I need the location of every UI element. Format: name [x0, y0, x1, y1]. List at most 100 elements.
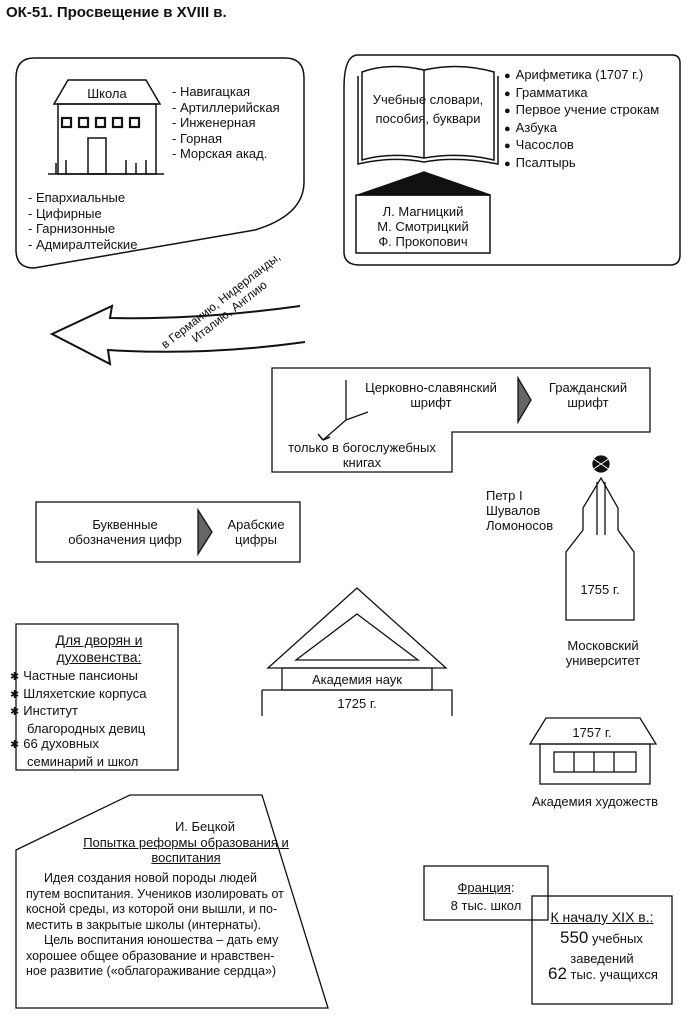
- list-item: - Горная: [172, 130, 223, 146]
- old-script-line1: Церковно-славянский: [365, 380, 497, 395]
- academy-sciences-year: 1725 г.: [337, 696, 377, 711]
- direction-arrow: [49, 304, 306, 366]
- nobles-box: [15, 623, 179, 771]
- university-year: 1755 г.: [580, 582, 620, 597]
- arabic-digits: Арабские цифры: [218, 517, 294, 547]
- nobles-heading-line1: Для дворян и: [55, 632, 143, 648]
- france-value: 8 тыс. школ: [450, 898, 522, 913]
- list-item: 66 духовных: [10, 736, 146, 754]
- digits-panel: [35, 501, 301, 563]
- nobles-heading-line2: духовенства:: [56, 649, 142, 665]
- nobles-heading: Для дворян и духовенства:: [24, 632, 174, 666]
- list-item: - Навигацкая: [172, 84, 251, 99]
- script-note-line2: книгах: [342, 455, 382, 470]
- france-box: [423, 865, 549, 921]
- authors-list: Л. Магницкий М. Смотрицкий Ф. Прокопович: [356, 204, 490, 249]
- letter-digits-line2: обозначения цифр: [68, 532, 182, 547]
- list-item: Шляхетские корпуса: [10, 686, 146, 704]
- old-script-line2: шрифт: [410, 395, 452, 410]
- list-item: Ломоносов: [486, 518, 554, 533]
- list-item: - Цифирные: [28, 205, 102, 221]
- university-founders: Петр I Шувалов Ломоносов: [486, 488, 553, 533]
- arts-roof: [528, 717, 658, 745]
- arts-name: Академия художеств: [531, 794, 659, 809]
- new-script-line1: Гражданский: [548, 380, 628, 395]
- text-line: Идея создания новой породы людей: [44, 871, 257, 885]
- list-item: - Гарнизонные: [28, 221, 116, 236]
- list-item: семинарий и школ: [27, 753, 139, 769]
- xix-schools: 550 учебных: [560, 928, 643, 947]
- betskoy-box: [15, 794, 329, 1009]
- list-item: - Морская акад.: [172, 146, 268, 161]
- book-caption-line1: Учебные словари,: [372, 92, 484, 107]
- university-name: Московский университет: [548, 638, 658, 668]
- new-script-line2: шрифт: [567, 395, 609, 410]
- xix-num1: 550: [560, 928, 589, 947]
- school-types-right: - Навигацкая - Артиллерийская - Инженерн…: [172, 84, 280, 162]
- nobles-list: Частные пансионы Шляхетские корпуса Инст…: [10, 668, 146, 769]
- betskoy-subtitle-line2: воспитания: [151, 850, 221, 865]
- list-item: Шувалов: [486, 503, 541, 518]
- school-label: Школа: [87, 86, 127, 101]
- school-types-left: - Епархиальные - Цифирные - Гарнизонные …: [28, 190, 137, 252]
- list-item: Грамматика: [504, 85, 659, 103]
- france-colon: :: [510, 880, 515, 895]
- script-arrow-head: [517, 375, 532, 425]
- betskoy-subtitle: Попытка реформы образования и воспитания: [56, 835, 316, 865]
- xix-heading: К началу XIX в.:: [550, 909, 654, 925]
- page-title: ОК-51. Просвещение в XVIII в.: [6, 4, 227, 21]
- school-bubble: [15, 57, 305, 269]
- new-script: Гражданский шрифт: [538, 380, 638, 410]
- betskoy-subtitle-line1: Попытка реформы образования и: [83, 835, 289, 850]
- text-line: ное развитие («облагораживание сердца»): [26, 964, 277, 978]
- xix-unit2: тыс. учащихся: [570, 967, 658, 982]
- list-item: Л. Магницкий: [382, 204, 464, 219]
- text-line: путем воспитания. Учеников изолировать о…: [26, 886, 284, 901]
- list-item: - Инженерная: [172, 115, 256, 130]
- list-item: Институт: [10, 703, 146, 721]
- university-name-line1: Московский: [567, 638, 639, 653]
- school-wall: [57, 103, 157, 175]
- old-script: Церковно-славянский шрифт: [356, 380, 506, 410]
- academy-sciences-name: Академия наук: [312, 672, 402, 687]
- list-item: - Адмиралтейские: [28, 236, 138, 252]
- books-bubble: [343, 54, 681, 266]
- textbook-list: Арифметика (1707 г.) Грамматика Первое у…: [504, 67, 659, 172]
- book-caption-line2: пособия, буквари: [375, 111, 481, 126]
- letter-digits: Буквенные обозначения цифр: [60, 517, 190, 547]
- list-item: Первое учение строкам: [504, 102, 659, 120]
- arabic-digits-line1: Арабские: [227, 517, 285, 532]
- authors-roof: [357, 171, 491, 196]
- text-line: Цель воспитания юношества – дать ему: [44, 933, 279, 947]
- text-line: местить в закрытые школы (интернаты).: [26, 917, 262, 932]
- script-note: только в богослужебных книгах: [276, 440, 448, 470]
- open-book-icon: [361, 65, 495, 161]
- france-label: Франция: [457, 880, 511, 895]
- school-door: [87, 137, 107, 175]
- xix-box: [531, 895, 673, 1005]
- university-name-line2: университет: [565, 653, 641, 668]
- letter-digits-line1: Буквенные: [92, 517, 158, 532]
- academy-triangle-outer: [266, 587, 448, 669]
- list-item: благородных девиц: [27, 720, 146, 736]
- france-heading: Франция:: [426, 880, 546, 895]
- xix-unit1-line2: заведений: [570, 951, 634, 966]
- betskoy-name: И. Бецкой: [174, 819, 236, 834]
- list-item: М. Смотрицкий: [377, 219, 469, 234]
- list-item: Ф. Прокопович: [378, 234, 468, 249]
- list-item: Арифметика (1707 г.): [504, 67, 659, 85]
- book-caption: Учебные словари, пособия, буквари: [362, 90, 494, 128]
- digits-arrow-head: [197, 507, 213, 557]
- text-line: косной среды, из которой они вышли, и по…: [26, 902, 278, 916]
- list-item: Псалтырь: [504, 155, 659, 173]
- xix-num2: 62: [548, 964, 567, 983]
- list-item: Азбука: [504, 120, 659, 138]
- text-line: хорошее общее образование и нравствен-: [26, 948, 275, 963]
- script-note-line1: только в богослужебных: [288, 440, 436, 455]
- list-item: - Артиллерийская: [172, 99, 280, 115]
- school-roof: [52, 79, 162, 105]
- script-panel: [271, 367, 651, 473]
- list-item: - Епархиальные: [28, 190, 126, 205]
- betskoy-text: Идея создания новой породы людей путем в…: [26, 871, 284, 980]
